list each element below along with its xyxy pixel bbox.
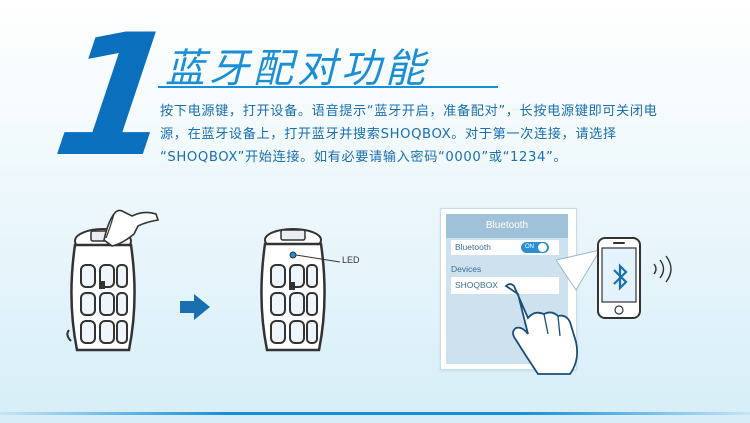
signal-waves-icon — [653, 255, 672, 283]
device-item-shoqbox[interactable]: SHOQBOX — [451, 277, 559, 294]
bottom-divider — [0, 412, 750, 415]
bluetooth-toggle[interactable]: ON — [521, 242, 549, 253]
instructions-line-1: 按下电源键，打开设备。语音提示“蓝牙开启，准备配对”，长按电源键即可关闭电 — [160, 104, 658, 119]
led-label: LED — [342, 255, 360, 265]
instructions-line-2: 源，在蓝牙设备上，打开蓝牙并搜索SHOQBOX。对于第一次连接，请选择 — [160, 127, 617, 142]
hand-icon — [103, 209, 160, 247]
speaker-icon — [66, 228, 136, 352]
instructions: 按下电源键，打开设备。语音提示“蓝牙开启，准备配对”，长按电源键即可关闭电 源，… — [160, 100, 720, 169]
pointing-hand-icon — [504, 283, 579, 375]
instructions-line-3: “SHOQBOX”开始连接。如有必要请输入密码“0000”或“1234”。 — [160, 150, 568, 165]
page-title: 蓝牙配对功能 — [165, 46, 429, 92]
devices-label: Devices — [451, 264, 482, 274]
callout-pointer — [556, 249, 602, 291]
bluetooth-icon — [613, 263, 628, 291]
speaker-led-icon — [260, 228, 341, 352]
bluetooth-row-label: Bluetooth — [455, 242, 491, 252]
toggle-knob — [538, 243, 547, 252]
bluetooth-screen-header: Bluetooth — [446, 214, 568, 238]
arrow-right-icon — [180, 294, 210, 320]
title-underline — [158, 86, 498, 88]
